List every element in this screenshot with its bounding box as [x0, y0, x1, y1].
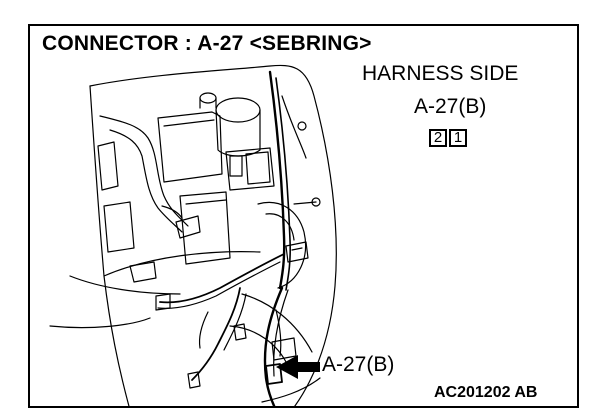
harness-side-label: HARNESS SIDE — [362, 62, 519, 85]
arrow-left-icon — [276, 355, 320, 379]
pin-1: 1 — [449, 129, 467, 147]
diagram-frame: CONNECTOR : A-27 <SEBRING> HARNESS SIDE … — [28, 24, 579, 408]
harness-connector-id: A-27(B) — [414, 95, 487, 118]
connector-pin-layout: 2 1 — [429, 129, 469, 147]
connector-callout-label: A-27(B) — [322, 353, 395, 376]
connector-title: CONNECTOR : A-27 <SEBRING> — [42, 32, 372, 55]
reference-code: AC201202 AB — [434, 384, 538, 401]
pin-2: 2 — [429, 129, 447, 147]
engine-bay-illustration — [49, 64, 337, 406]
